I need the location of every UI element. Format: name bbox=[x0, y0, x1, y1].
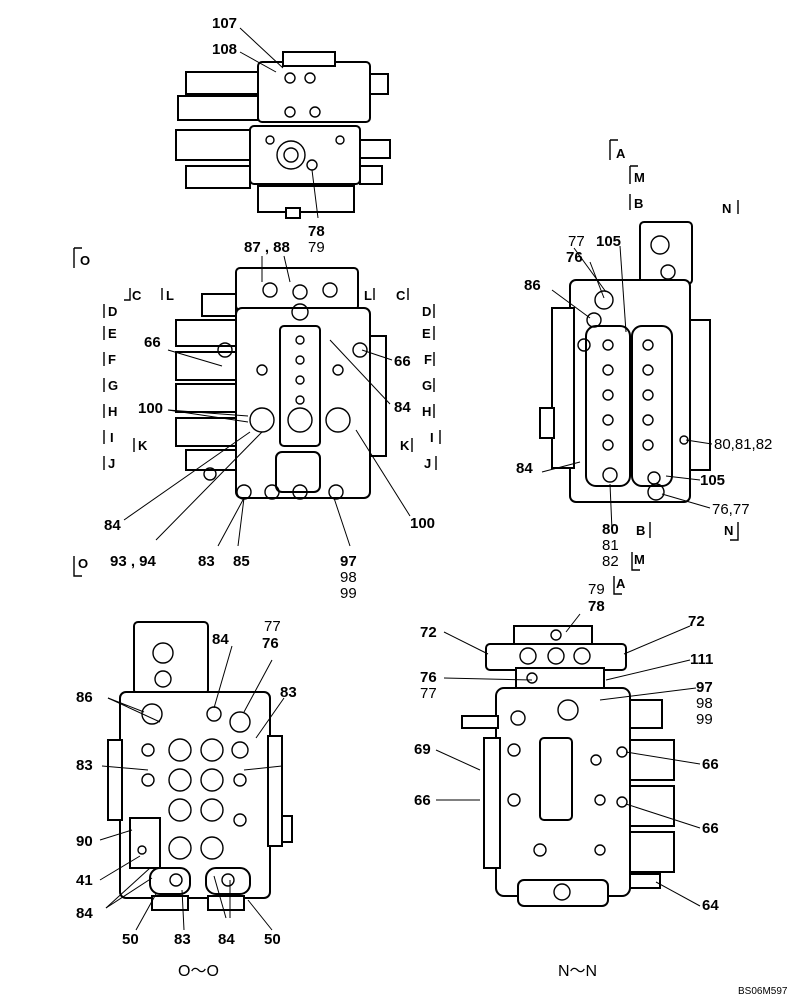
section-marker-f-right: F bbox=[424, 352, 432, 367]
label-86: 86 bbox=[76, 689, 93, 706]
label-77-top: 77 bbox=[568, 233, 585, 250]
label-90: 90 bbox=[76, 833, 93, 850]
label-76-top: 76 bbox=[566, 249, 583, 266]
label-85: 85 bbox=[233, 553, 250, 570]
section-marker-l-left: L bbox=[166, 288, 174, 303]
label-98: 98 bbox=[696, 695, 713, 712]
label-84-left: 84 bbox=[104, 517, 121, 534]
section-marker-j-left: J bbox=[108, 456, 115, 471]
section-marker-b-top: B bbox=[634, 196, 643, 211]
label-108: 108 bbox=[212, 41, 237, 58]
section-marker-e-left: E bbox=[108, 326, 117, 341]
label-50-right: 50 bbox=[264, 931, 281, 948]
caption-n-n: N～N bbox=[558, 963, 597, 980]
label-64: 64 bbox=[702, 897, 719, 914]
label-100-left: 100 bbox=[138, 400, 163, 417]
section-marker-m-bottom: M bbox=[634, 552, 645, 567]
label-50-left: 50 bbox=[122, 931, 139, 948]
section-marker-j-right: J bbox=[424, 456, 431, 471]
o-o-view: 77 76 84 86 83 83 90 41 84 50 83 84 50 O… bbox=[76, 618, 297, 980]
section-marker-a-top: A bbox=[616, 146, 626, 161]
label-66-left: 66 bbox=[414, 792, 431, 809]
label-66-left: 66 bbox=[144, 334, 161, 351]
label-83: 83 bbox=[198, 553, 215, 570]
top-view: 107 108 78 79 bbox=[175, 15, 391, 256]
label-100-right: 100 bbox=[410, 515, 435, 532]
section-marker-k-left: K bbox=[138, 438, 148, 453]
section-marker-d-right: D bbox=[422, 304, 431, 319]
section-marker-h-left: H bbox=[108, 404, 117, 419]
section-marker-g-right: G bbox=[422, 378, 432, 393]
section-marker-g-left: G bbox=[108, 378, 118, 393]
label-66-right-top: 66 bbox=[702, 756, 719, 773]
label-80-bottom: 80 bbox=[602, 521, 619, 538]
label-84-left: 84 bbox=[76, 905, 93, 922]
label-77: 77 bbox=[420, 685, 437, 702]
section-marker-e-right: E bbox=[422, 326, 431, 341]
section-marker-o-bottom: O bbox=[78, 556, 88, 571]
label-99: 99 bbox=[340, 585, 357, 602]
caption-o-o: O～O bbox=[178, 963, 219, 980]
label-66-right: 66 bbox=[394, 353, 411, 370]
label-78: 78 bbox=[308, 223, 325, 240]
section-marker-a-bottom: A bbox=[616, 576, 626, 591]
label-105-top: 105 bbox=[596, 233, 621, 250]
label-79: 79 bbox=[588, 581, 605, 598]
label-83-left: 83 bbox=[76, 757, 93, 774]
label-80-81-82-right: 80,81,82 bbox=[714, 436, 772, 453]
section-marker-o-top: O bbox=[80, 253, 90, 268]
label-98: 98 bbox=[340, 569, 357, 586]
section-marker-i-right: I bbox=[430, 430, 434, 445]
label-72-right: 72 bbox=[688, 613, 705, 630]
label-84-right: 84 bbox=[394, 399, 411, 416]
section-marker-m-top: M bbox=[634, 170, 645, 185]
label-72-left: 72 bbox=[420, 624, 437, 641]
label-97: 97 bbox=[696, 679, 713, 696]
label-69: 69 bbox=[414, 741, 431, 758]
label-76: 76 bbox=[420, 669, 437, 686]
label-84: 84 bbox=[516, 460, 533, 477]
section-marker-n-top: N bbox=[722, 201, 731, 216]
section-marker-d-left: D bbox=[108, 304, 117, 319]
drawing-code: BS06M597 bbox=[738, 986, 788, 997]
o-view: 87 , 88 66 66 100 84 100 84 93 , 94 83 8… bbox=[73, 239, 441, 602]
section-marker-h-right: H bbox=[422, 404, 431, 419]
label-79: 79 bbox=[308, 239, 325, 256]
label-84-bottom: 84 bbox=[218, 931, 235, 948]
label-105-bottom: 105 bbox=[700, 472, 725, 489]
label-93-94: 93 , 94 bbox=[110, 553, 157, 570]
section-marker-c-right: C bbox=[396, 288, 406, 303]
section-marker-c-left: C bbox=[132, 288, 142, 303]
label-77: 77 bbox=[264, 618, 281, 635]
n-n-view: 79 78 72 72 111 76 77 97 98 99 69 66 66 … bbox=[414, 581, 719, 980]
section-marker-k-right: K bbox=[400, 438, 410, 453]
section-marker-i-left: I bbox=[110, 430, 114, 445]
label-87-88: 87 , 88 bbox=[244, 239, 290, 256]
section-marker-l-right: L bbox=[364, 288, 372, 303]
label-111: 111 bbox=[690, 651, 713, 668]
section-marker-b-bottom: B bbox=[636, 523, 645, 538]
label-82-bottom: 82 bbox=[602, 553, 619, 570]
label-97: 97 bbox=[340, 553, 357, 570]
label-83-bottom: 83 bbox=[174, 931, 191, 948]
section-marker-n-bottom: N bbox=[724, 523, 733, 538]
label-81-bottom: 81 bbox=[602, 537, 619, 554]
label-76: 76 bbox=[262, 635, 279, 652]
label-99: 99 bbox=[696, 711, 713, 728]
label-76-77-bottom: 76,77 bbox=[712, 501, 750, 518]
section-marker-f-left: F bbox=[108, 352, 116, 367]
label-107: 107 bbox=[212, 15, 237, 32]
label-78: 78 bbox=[588, 598, 605, 615]
label-86: 86 bbox=[524, 277, 541, 294]
label-83-right: 83 bbox=[280, 684, 297, 701]
label-41: 41 bbox=[76, 872, 93, 889]
label-84-top: 84 bbox=[212, 631, 229, 648]
label-66-right-bottom: 66 bbox=[702, 820, 719, 837]
m-view: 77 76 105 86 80,81,82 84 105 76,77 80 81… bbox=[516, 139, 772, 595]
